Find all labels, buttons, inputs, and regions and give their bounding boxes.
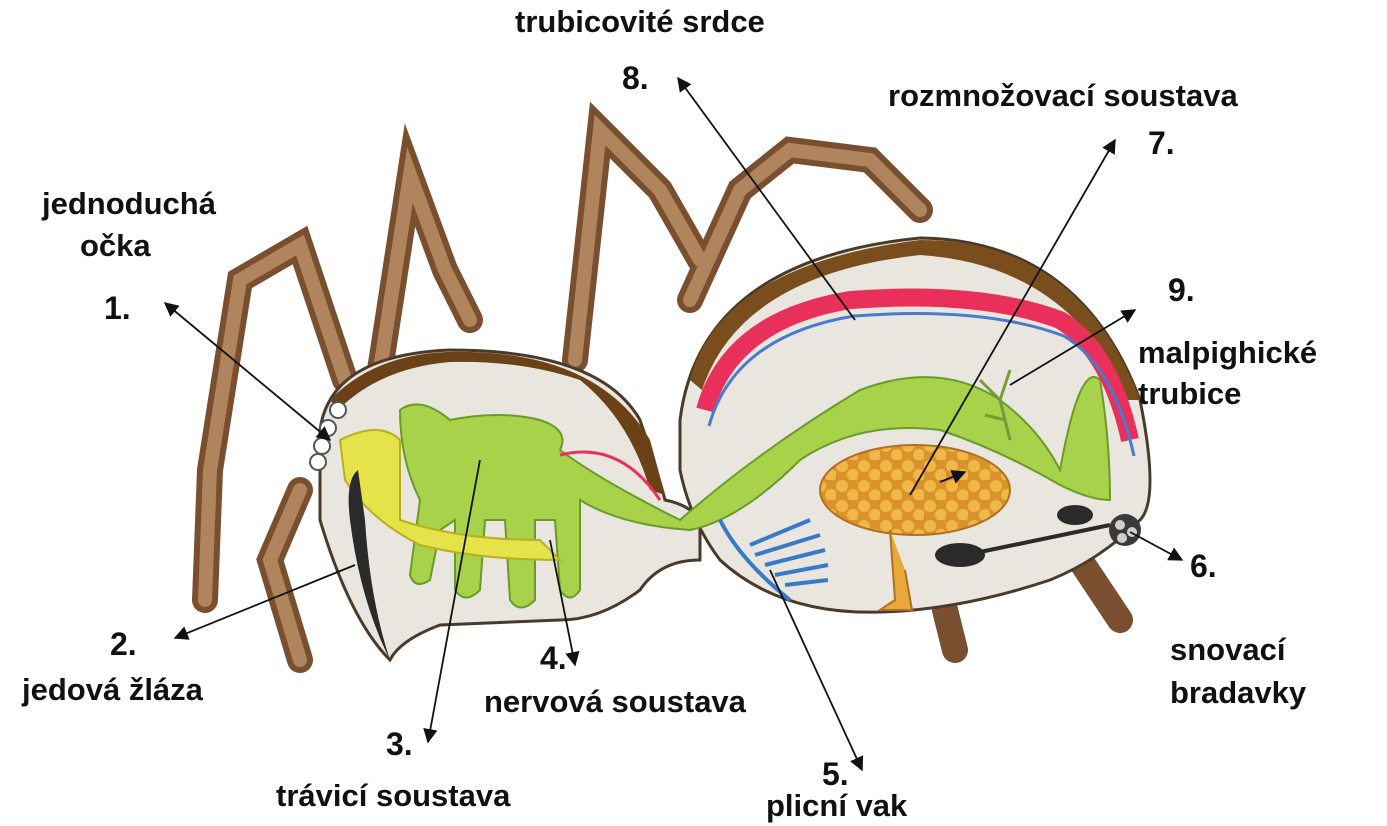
label-1-name-line1: jednoduchá [42, 186, 216, 222]
label-5-number: 5. [822, 756, 849, 792]
label-4-name: nervová soustava [484, 684, 746, 720]
label-1-number: 1. [104, 290, 131, 326]
arrow-6 [1130, 532, 1182, 560]
label-9-number: 9. [1168, 272, 1195, 308]
label-5-name: plicní vak [766, 788, 907, 824]
label-8-name: trubicovité srdce [515, 4, 765, 40]
label-9-name-line1: malpighické [1138, 335, 1317, 371]
label-2-number: 2. [110, 626, 137, 662]
label-7-name: rozmnožovací soustava [888, 78, 1238, 114]
label-7-number: 7. [1148, 125, 1175, 161]
arrow-1 [165, 303, 330, 440]
label-9-name-line2: trubice [1138, 376, 1241, 412]
label-3-name: trávicí soustava [276, 778, 510, 814]
label-3-number: 3. [386, 726, 413, 762]
label-6-number: 6. [1190, 548, 1217, 584]
label-2-name: jedová žláza [22, 672, 203, 708]
label-8-number: 8. [622, 60, 649, 96]
label-4-number: 4. [540, 640, 567, 676]
label-6-name-line2: bradavky [1170, 675, 1306, 711]
label-6-name-line1: snovací [1170, 632, 1285, 668]
label-1-name-line2: očka [80, 228, 151, 264]
